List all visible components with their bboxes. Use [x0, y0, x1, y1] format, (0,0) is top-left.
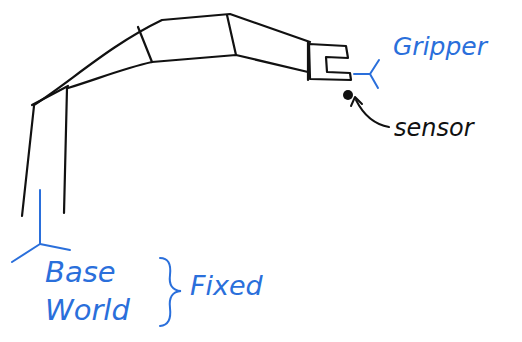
- gripper-frame: [354, 60, 379, 88]
- frame-axis: [40, 244, 70, 250]
- gripper-body: [309, 44, 351, 80]
- base-link-left: [22, 106, 34, 216]
- arm-top-edge: [34, 14, 310, 105]
- base-link-right: [64, 88, 67, 213]
- frame-axis: [12, 244, 40, 262]
- frame-axis: [354, 73, 370, 75]
- base-frame: [12, 190, 70, 262]
- frame-axis: [370, 74, 378, 88]
- group-label: Fixed: [190, 272, 263, 299]
- frame-axis: [39, 190, 41, 244]
- frame-label: Base: [45, 258, 116, 287]
- callout-label: sensor: [394, 116, 474, 140]
- frame-label: Gripper: [393, 34, 487, 59]
- frame-label: World: [45, 296, 130, 325]
- frame-axis: [370, 60, 379, 74]
- joint-divider: [138, 27, 152, 62]
- arm-bottom-edge: [68, 55, 308, 88]
- sensor-dot: [343, 90, 353, 100]
- grouping-brace: [160, 258, 181, 326]
- robot-arm: [22, 14, 351, 216]
- joint-divider: [227, 15, 236, 55]
- wrist-line: [307, 42, 309, 80]
- leader-arrowhead: [351, 97, 362, 106]
